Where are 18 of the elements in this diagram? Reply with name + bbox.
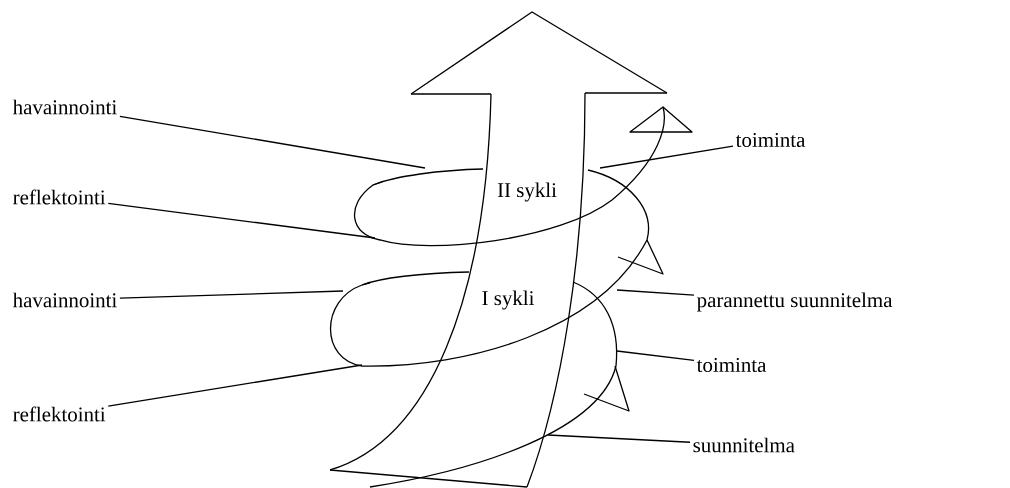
cycle-label: II sykli: [496, 181, 558, 203]
leader-line: [107, 364, 363, 407]
leader-line: [616, 350, 695, 362]
leader-line: [547, 434, 691, 443]
text-label: toiminta: [735, 132, 806, 147]
text-label: reflektointi: [13, 189, 106, 205]
leader-line: [616, 289, 695, 296]
text-label: havainnointi: [12, 292, 117, 308]
text-label: toiminta: [696, 357, 767, 372]
cycle-label: I sykli: [480, 289, 536, 311]
text-label: parannettu suunnitelma: [697, 292, 893, 312]
leader-line: [119, 115, 426, 169]
text-label: reflektointi: [13, 406, 106, 422]
leader-line: [599, 145, 734, 169]
leader-line: [119, 290, 344, 299]
leader-line: [107, 202, 376, 239]
text-label: suunnitelma: [693, 437, 795, 453]
text-label: havainnointi: [12, 99, 117, 115]
